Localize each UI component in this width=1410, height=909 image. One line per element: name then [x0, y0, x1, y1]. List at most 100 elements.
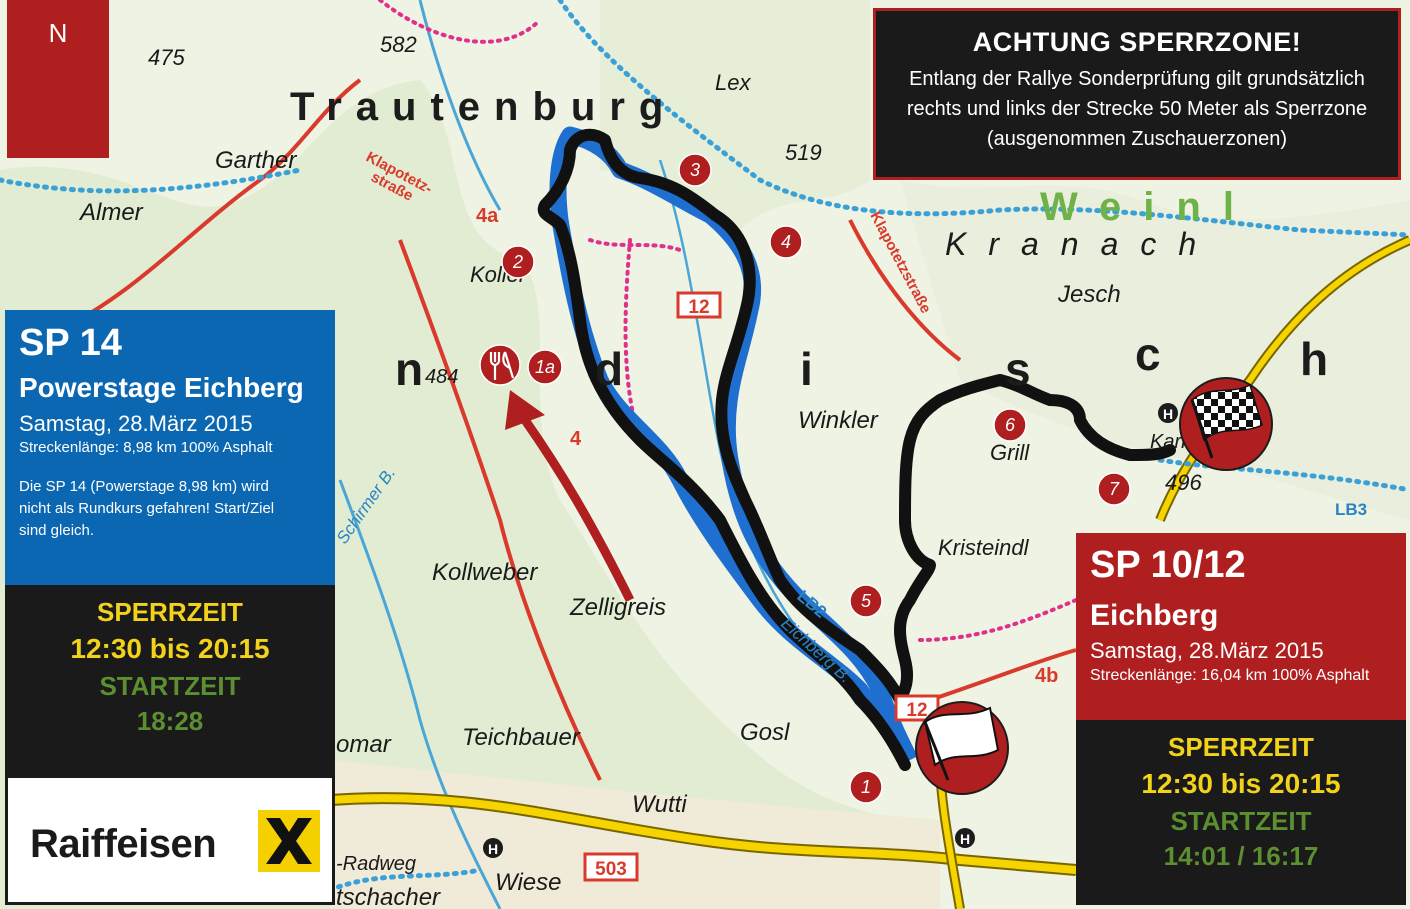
map-elevation-484: 484	[425, 366, 458, 388]
map-letter-h: h	[1300, 333, 1328, 385]
road-main-east	[1157, 237, 1410, 522]
sp14-startzeit-value: 18:28	[136, 706, 204, 736]
road-plate-12b-label: 12	[906, 700, 927, 721]
map-label-kollweber: Kollweber	[432, 559, 538, 586]
marker-5: 5	[849, 584, 883, 618]
map-elevation-475: 475	[148, 45, 185, 70]
sp1012-times: SPERRZEIT 12:30 bis 20:15 STARTZEIT 14:0…	[1076, 720, 1406, 905]
sp1012-sperrzeit-value: 12:30 bis 20:15	[1141, 768, 1341, 799]
border-dotted-south-east	[918, 598, 1078, 642]
sp14-note-1: Die SP 14 (Powerstage 8,98 km) wird	[19, 478, 269, 495]
svg-text:H: H	[488, 841, 498, 857]
map-label-almer: Almer	[78, 199, 144, 226]
map-label-teichbauer: Teichbauer	[462, 724, 581, 751]
sp1012-startzeit-label: STARTZEIT	[1170, 806, 1312, 836]
sp14-startzeit-label: STARTZEIT	[99, 671, 241, 701]
map-label-jesch: Jesch	[1057, 281, 1121, 308]
map-label-wiese: Wiese	[495, 869, 561, 896]
map-label-schacher: tschacher	[336, 884, 441, 909]
raiffeisen-gable-icon	[258, 810, 320, 872]
map-terrain-north	[600, 0, 870, 230]
map-label-omar: omar	[336, 731, 392, 758]
road-plate-12a: 12	[676, 291, 722, 319]
road-red-middle	[398, 239, 602, 781]
route-sp1012-black	[537, 128, 1176, 771]
stage-sp1012-info: SP 10/12 Eichberg Samstag, 28.März 2015 …	[1076, 533, 1406, 720]
map-elevation-519: 519	[785, 140, 822, 165]
map-label-zelligreis: Zelligreis	[569, 594, 666, 621]
road-main-south	[329, 794, 1077, 874]
svg-text:H: H	[960, 831, 970, 847]
map-letter-n: n	[395, 343, 423, 395]
road-red-4b	[929, 648, 1077, 702]
marker-1a-label: 1a	[535, 357, 555, 377]
road-red-klapotetz	[848, 219, 962, 362]
sponsor-name: Raiffeisen	[30, 822, 217, 866]
map-letter-d: d	[595, 343, 623, 395]
map-label-wutti: Wutti	[632, 791, 687, 818]
map-elevation-582: 582	[380, 32, 417, 57]
direction-arrow-head	[505, 390, 545, 430]
marker-3-label: 3	[690, 160, 700, 180]
marker-6-label: 6	[1005, 415, 1016, 435]
border-dotted-blue-south	[327, 867, 483, 893]
stream-schirmer	[338, 479, 502, 909]
finish-flag-icon	[1179, 377, 1273, 471]
marker-1-label: 1	[861, 777, 871, 797]
warning-heading: ACHTUNG SPERRZONE!	[972, 27, 1302, 57]
road-red-west	[59, 78, 362, 332]
road-plate-12a-label: 12	[688, 297, 709, 318]
map-label-4b: 4b	[1035, 665, 1058, 687]
marker-3: 3	[678, 153, 712, 187]
direction-arrow-shaft	[521, 417, 635, 603]
stage-sp14-info: SP 14 Powerstage Eichberg Samstag, 28.Mä…	[5, 310, 335, 585]
sp14-times: SPERRZEIT 12:30 bis 20:15 STARTZEIT 18:2…	[5, 585, 335, 775]
road-plate-503: 503	[583, 852, 639, 882]
border-dotted-blue-north	[557, 0, 1410, 238]
sp14-length: Streckenlänge: 8,98 km 100% Asphalt	[19, 439, 273, 456]
map-label-radweg: -Radweg	[336, 853, 416, 875]
map-label-winkler: Winkler	[798, 407, 879, 434]
marker-6: 6	[993, 408, 1027, 442]
map-label-4: 4	[570, 428, 582, 450]
map-label-4a: 4a	[476, 205, 499, 227]
marker-7-label: 7	[1109, 479, 1120, 499]
map-letter-c: c	[1135, 328, 1161, 380]
sp1012-date: Samstag, 28.März 2015	[1090, 638, 1324, 663]
marker-2-label: 2	[512, 252, 523, 272]
border-dotted-inner	[588, 238, 682, 252]
road-plate-503-label: 503	[595, 859, 627, 880]
marker-5-label: 5	[861, 591, 872, 611]
marker-4: 4	[769, 225, 803, 259]
map-label-grill: Grill	[990, 440, 1030, 465]
map-label-garther: Garther	[215, 147, 297, 174]
marker-1: 1	[849, 770, 883, 804]
warning-line-3: (ausgenommen Zuschauerzonen)	[986, 128, 1288, 150]
north-label: N	[48, 18, 68, 48]
sponsor-logo: Raiffeisen	[5, 775, 335, 905]
map-terrain-east	[900, 180, 1410, 520]
sp14-note-3: sind gleich.	[19, 522, 95, 539]
sp14-name: Powerstage Eichberg	[19, 372, 304, 403]
restricted-zone-warning: ACHTUNG SPERRZONE! Entlang der Rallye So…	[873, 8, 1401, 180]
sp1012-sperrzeit-label: SPERRZEIT	[1168, 732, 1314, 762]
map-label-kranach: Kranach	[945, 226, 1218, 262]
map-h-symbols: H H H	[483, 403, 1178, 858]
map-elevation-496: 496	[1165, 470, 1202, 495]
sp1012-code: SP 10/12	[1090, 544, 1246, 586]
svg-text:H: H	[1163, 406, 1173, 422]
sp1012-startzeit-value: 14:01 / 16:17	[1163, 841, 1319, 871]
sp14-note-2: nicht als Rundkurs gefahren! Start/Ziel	[19, 500, 275, 517]
map-letter-s: s	[1005, 343, 1031, 395]
map-label-kristeindl: Kristeindl	[938, 535, 1030, 560]
sp1012-name: Eichberg	[1090, 599, 1219, 632]
marker-7: 7	[1097, 472, 1131, 506]
sp1012-length: Streckenlänge: 16,04 km 100% Asphalt	[1090, 667, 1370, 684]
start-flag-icon	[915, 701, 1009, 795]
map-label-lex: Lex	[715, 70, 751, 95]
map-label-lb3: LB3	[1335, 500, 1367, 519]
map-label-trautenburg: Trautenburg	[290, 85, 677, 129]
map-label-gosl: Gosl	[740, 719, 790, 746]
map-letter-i: i	[800, 343, 813, 395]
north-indicator: N	[7, 0, 109, 158]
